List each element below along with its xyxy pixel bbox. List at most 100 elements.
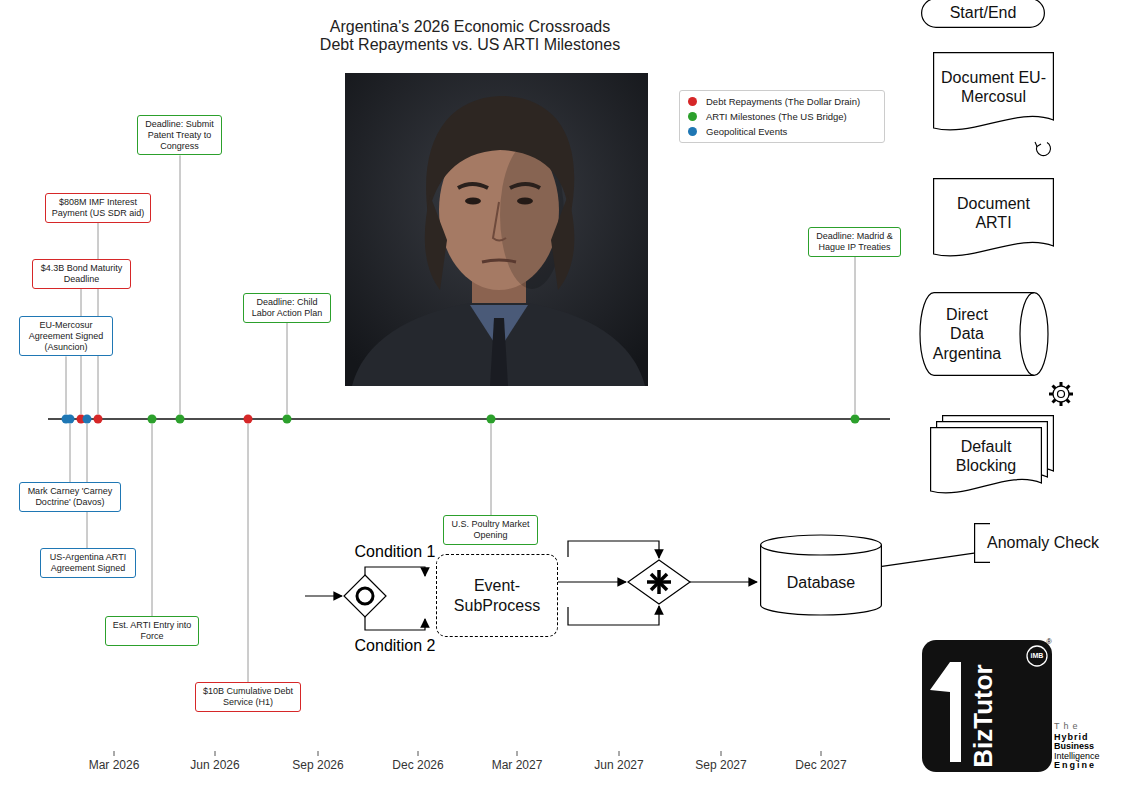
portrait-photo: [352, 303, 645, 386]
sequence-flow: [568, 606, 659, 625]
axis-tick-label: Jun 2027: [594, 759, 643, 773]
axis-tick-label: Dec 2027: [795, 759, 846, 773]
axis-tick-label: Jun 2026: [190, 759, 239, 773]
node-body: Mark Carney 'Carney Doctrine' (Davos): [23, 486, 117, 508]
node-body: $10B Cumulative Debt Service (H1): [199, 686, 297, 708]
node-label: Start/End: [950, 3, 1017, 22]
logo-wordmark: BizTutor: [969, 664, 999, 768]
timeline-dot: [94, 415, 103, 424]
portrait-photo: [482, 260, 516, 262]
node-label: $4.3B Bond Maturity Deadline: [36, 263, 127, 285]
tagline-word: Hybrid: [1054, 731, 1089, 741]
tagline-word: Intelligence: [1054, 750, 1100, 760]
node-label: $808M IMF Interest Payment (US SDR aid): [49, 197, 147, 219]
shape-outline: [761, 535, 882, 615]
sequence-flow: [365, 617, 425, 630]
gear-icon: [1060, 402, 1063, 406]
loop-marker: [1037, 143, 1051, 156]
leader-line: [287, 323, 288, 414]
event-callout: Deadline: Submit Patent Treaty to Congre…: [137, 115, 222, 155]
event-callout: $808M IMF Interest Payment (US SDR aid): [45, 193, 151, 223]
node-label: Deadline: Madrid & Hague IP Treaties: [812, 231, 897, 253]
axis-tick: [418, 751, 419, 756]
condition-label: Condition 2: [355, 637, 436, 655]
node-body: Document ARTI: [941, 182, 1046, 244]
leader-line: [491, 424, 492, 515]
logo-badge-ground: [922, 640, 1052, 772]
timeline-dot: [176, 415, 185, 424]
node-body: $4.3B Bond Maturity Deadline: [36, 263, 127, 285]
node-body: U.S. Poultry Market Opening: [447, 519, 534, 541]
event-callout: Est. ARTI Entry into Force: [105, 616, 199, 646]
legend-row: Debt Repayments (The Dollar Drain): [688, 94, 876, 109]
node-label: Document ARTI: [941, 194, 1046, 232]
node-body: Database: [768, 555, 874, 611]
event-callout: U.S. Poultry Market Opening: [443, 515, 538, 545]
node-label: Event-SubProcess: [447, 576, 547, 614]
timeline-dot: [83, 415, 92, 424]
complex-gateway-marker: [651, 574, 667, 590]
node-body: Direct Data Argentina: [928, 296, 1006, 372]
portrait-photo: [425, 195, 447, 290]
timeline-dot: [487, 415, 496, 424]
node-label: Mark Carney 'Carney Doctrine' (Davos): [23, 486, 117, 508]
leader-group: [66, 155, 855, 682]
complex-gateway-marker: [651, 574, 667, 590]
sequence-flow: [558, 581, 626, 582]
dot-group: [62, 415, 860, 424]
axis-tick: [318, 751, 319, 756]
edge-group: [882, 553, 974, 566]
axis-tick-label: Mar 2026: [89, 759, 140, 773]
node-body: Anomaly Check: [987, 525, 1112, 561]
gear-icon: [1069, 393, 1073, 396]
axis-tick-label: Sep 2026: [292, 759, 343, 773]
portrait-photo: [517, 198, 533, 205]
node-body: Deadline: Submit Patent Treaty to Congre…: [141, 119, 218, 151]
legend-row: ARTI Milestones (The US Bridge): [688, 109, 876, 124]
timeline-axis: [48, 418, 890, 420]
portrait-photo: [493, 202, 506, 241]
portrait-photo: [345, 73, 648, 386]
legend-label: Geopolitical Events: [706, 126, 787, 137]
timeline-dot: [148, 415, 157, 424]
complex-gateway: [628, 560, 690, 604]
shape-outline: [931, 428, 1042, 493]
node-label: $10B Cumulative Debt Service (H1): [199, 686, 297, 708]
timeline-dot: [244, 415, 253, 424]
logo-badge-text: iMB: [1031, 652, 1044, 660]
registered-mark: ®: [1046, 638, 1051, 646]
node-body: Document EU-Mercosul: [941, 56, 1046, 118]
event-callout: EU-Mercosur Agreement Signed (Asuncion): [19, 316, 113, 356]
axis-tick: [721, 751, 722, 756]
node-body: Event-SubProcess: [447, 559, 547, 632]
node-label: Anomaly Check: [987, 533, 1099, 552]
database-cylinder: Database: [760, 535, 882, 615]
node-body: Est. ARTI Entry into Force: [109, 620, 195, 642]
multi-document: Default Blocking: [930, 415, 1054, 499]
portrait-photo: [426, 96, 574, 218]
gear-icon: [1060, 382, 1063, 386]
logo-badge-circle: [1027, 646, 1047, 666]
node-label: Default Blocking: [938, 437, 1034, 475]
node-label: Deadline: Submit Patent Treaty to Congre…: [141, 119, 218, 151]
event-gateway: [344, 575, 386, 617]
sequence-flow: [365, 567, 425, 576]
chart-title: Argentina's 2026 Economic Crossroads Deb…: [314, 18, 626, 54]
shape-outline: [934, 179, 1054, 256]
axis-tick: [215, 751, 216, 756]
portrait-photo: [510, 184, 540, 188]
condition-label: Condition 1: [355, 543, 436, 561]
legend-label: ARTI Milestones (The US Bridge): [706, 111, 847, 122]
timeline-dot: [66, 415, 75, 424]
axis-tick-label: Sep 2027: [695, 759, 746, 773]
legend-swatch: [688, 97, 697, 106]
node-body: Default Blocking: [938, 429, 1034, 483]
text-annotation: Anomaly Check: [974, 523, 1116, 563]
axis-tick: [517, 751, 518, 756]
portrait-photo: [458, 184, 488, 188]
event-callout: $4.3B Bond Maturity Deadline: [32, 259, 131, 289]
event-callout: Mark Carney 'Carney Doctrine' (Davos): [19, 482, 121, 512]
shape-outline: [922, 0, 1045, 27]
tagline-word: The: [1054, 721, 1082, 731]
